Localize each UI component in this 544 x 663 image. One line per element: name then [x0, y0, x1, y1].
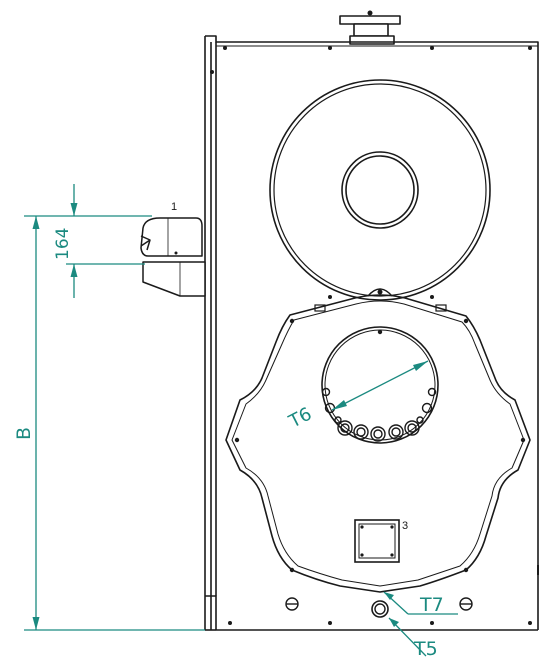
callout-3-label: 3 [402, 520, 408, 532]
t7-label: T7 [419, 594, 444, 616]
upper-drum [269, 79, 491, 312]
dim-b-label: B [13, 427, 35, 440]
bottom-fittings [285, 597, 473, 618]
boiler-body [204, 10, 539, 631]
combustion-opening [321, 326, 439, 444]
casing-screws [210, 46, 532, 625]
dim-164-label: 164 [53, 228, 73, 260]
control-unit [140, 217, 206, 297]
t6-label: T6 [285, 404, 315, 433]
dimension-lines [24, 184, 458, 657]
door-screws [234, 318, 526, 573]
flue-flange [339, 10, 401, 45]
tube-circles [321, 387, 437, 442]
lower-door [225, 294, 531, 593]
callout-1-label: 1 [171, 201, 177, 213]
t5-label: T5 [413, 638, 438, 660]
inspection-cover [354, 519, 400, 563]
